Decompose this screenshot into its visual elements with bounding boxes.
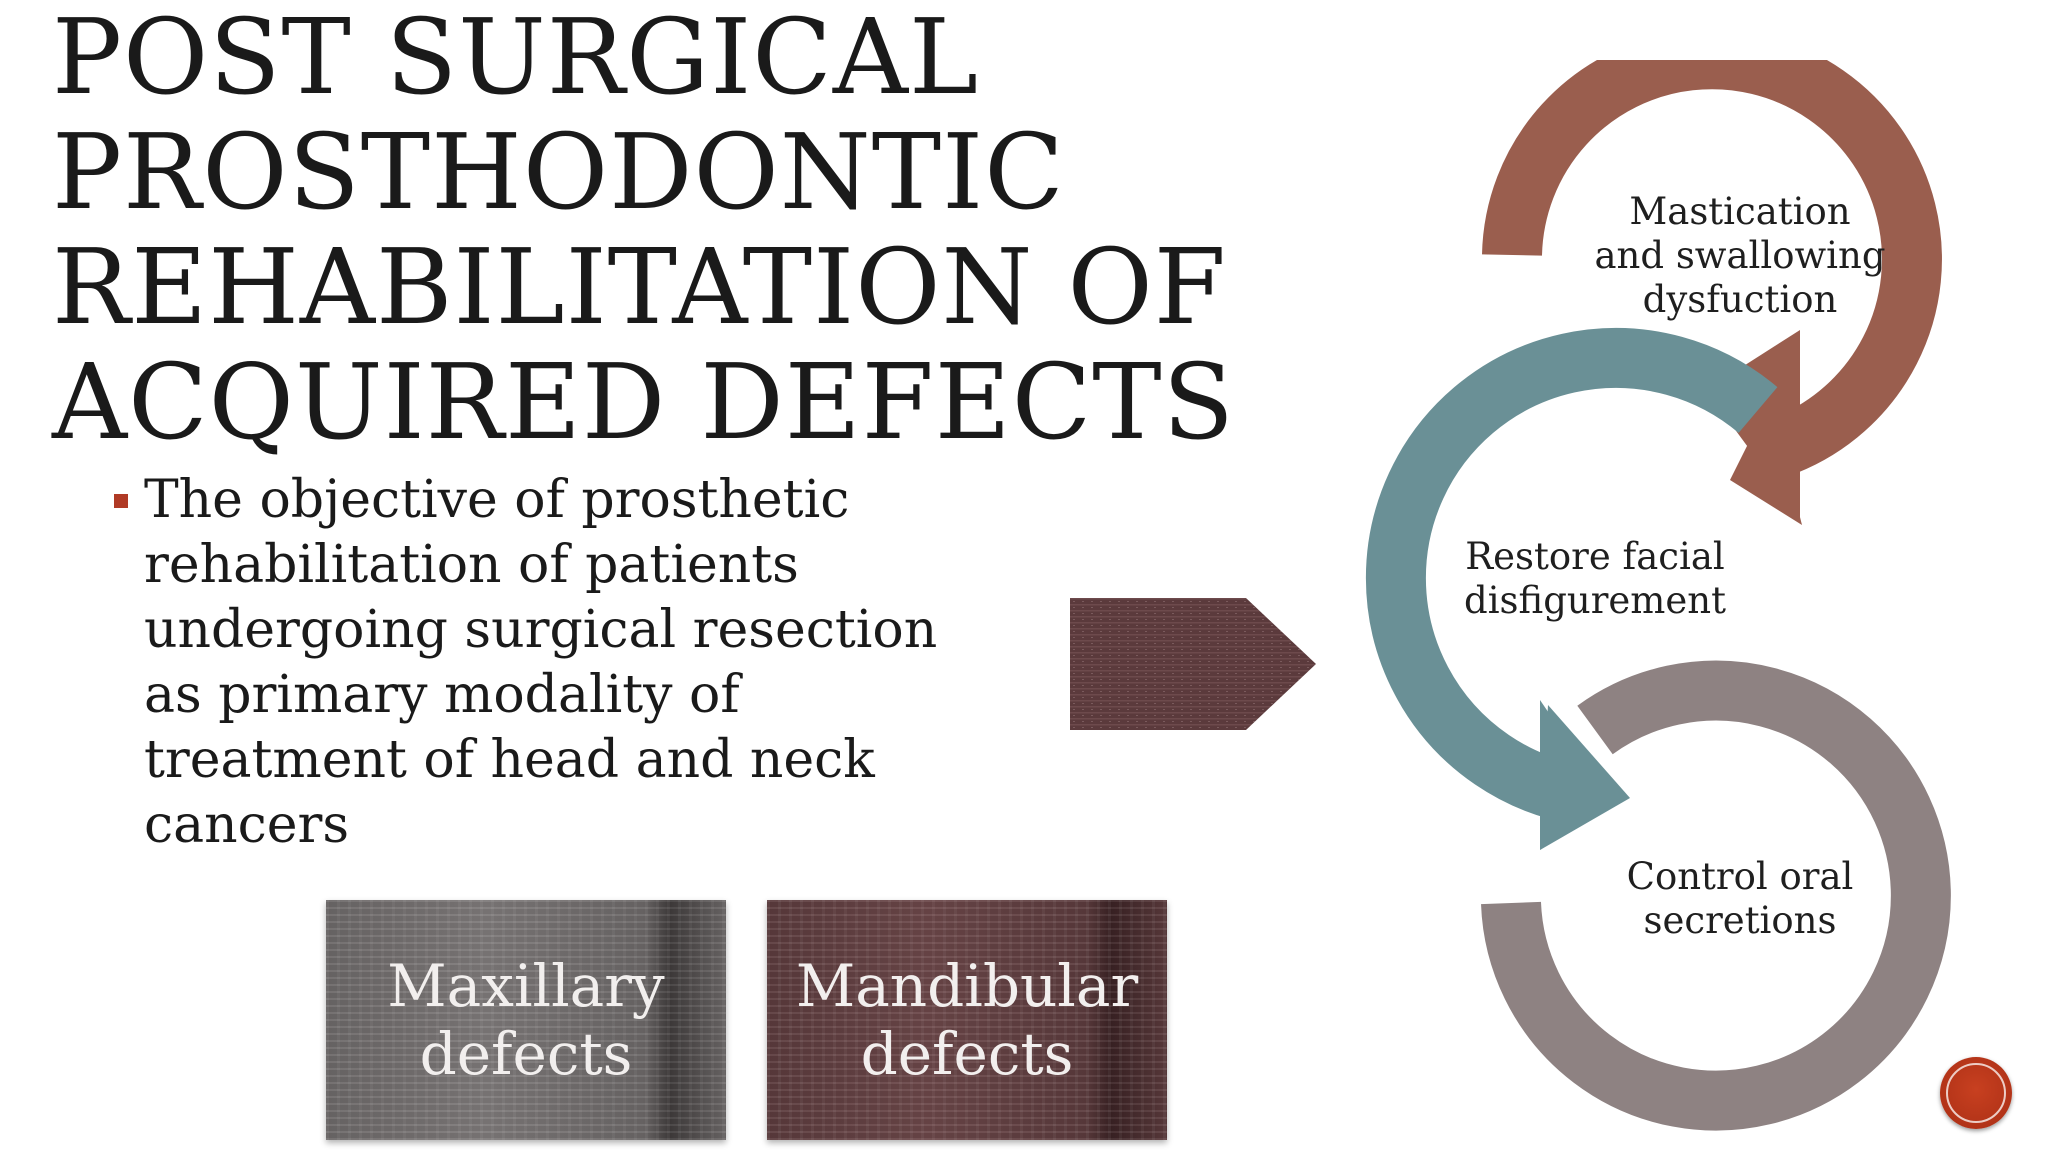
- title-line: POST SURGICAL: [52, 0, 980, 118]
- cycle-label-facial: Restore facial disfigurement: [1445, 535, 1745, 623]
- bullet-text: The objective of prosthetic rehabilitati…: [144, 468, 1004, 858]
- cycle-label-line: dysfuction: [1642, 278, 1838, 321]
- cycle-arc-facial: [1365, 328, 1778, 850]
- title-line: ACQUIRED DEFECTS: [52, 341, 1235, 463]
- maxillary-defects-box: Maxillary defects: [326, 900, 726, 1140]
- bullet-line: treatment of head and neck: [144, 730, 875, 790]
- title-line: REHABILITATION OF: [52, 226, 1227, 348]
- mandibular-defects-box: Mandibular defects: [767, 900, 1167, 1140]
- bullet-line: undergoing surgical resection: [144, 600, 938, 660]
- box-line: defects: [860, 1020, 1074, 1088]
- box-line: defects: [419, 1020, 633, 1088]
- cycle-label-line: Restore facial: [1465, 535, 1725, 578]
- slide-title: POST SURGICAL PROSTHODONTIC REHABILITATI…: [52, 0, 1292, 460]
- box-line: Maxillary: [387, 952, 665, 1020]
- bullet-square-icon: [114, 494, 128, 508]
- title-line: PROSTHODONTIC: [52, 111, 1065, 233]
- bullet-line: as primary modality of: [144, 665, 740, 725]
- bullet-line: rehabilitation of patients: [144, 535, 799, 595]
- bullet-line: The objective of prosthetic: [144, 470, 850, 530]
- bullet-line: cancers: [144, 795, 350, 855]
- cycle-diagram: [1365, 60, 1951, 1131]
- cycle-label-line: Control oral: [1626, 855, 1854, 898]
- cycle-arc-secretions: [1481, 660, 1951, 1131]
- cycle-label-line: Mastication: [1629, 190, 1851, 233]
- cycle-label-mastication: Mastication and swallowing dysfuction: [1590, 190, 1890, 322]
- box-line: Mandibular: [795, 952, 1139, 1020]
- cycle-label-line: disfigurement: [1464, 579, 1726, 622]
- cycle-label-secretions: Control oral secretions: [1590, 855, 1890, 943]
- slide-nav-button[interactable]: [1940, 1057, 2012, 1129]
- mandibular-defects-label: Mandibular defects: [796, 952, 1138, 1088]
- pointer-arrow-icon: [1070, 598, 1316, 730]
- cycle-label-line: secretions: [1643, 899, 1837, 942]
- cycle-label-line: and swallowing: [1594, 234, 1886, 277]
- maxillary-defects-label: Maxillary defects: [387, 952, 664, 1088]
